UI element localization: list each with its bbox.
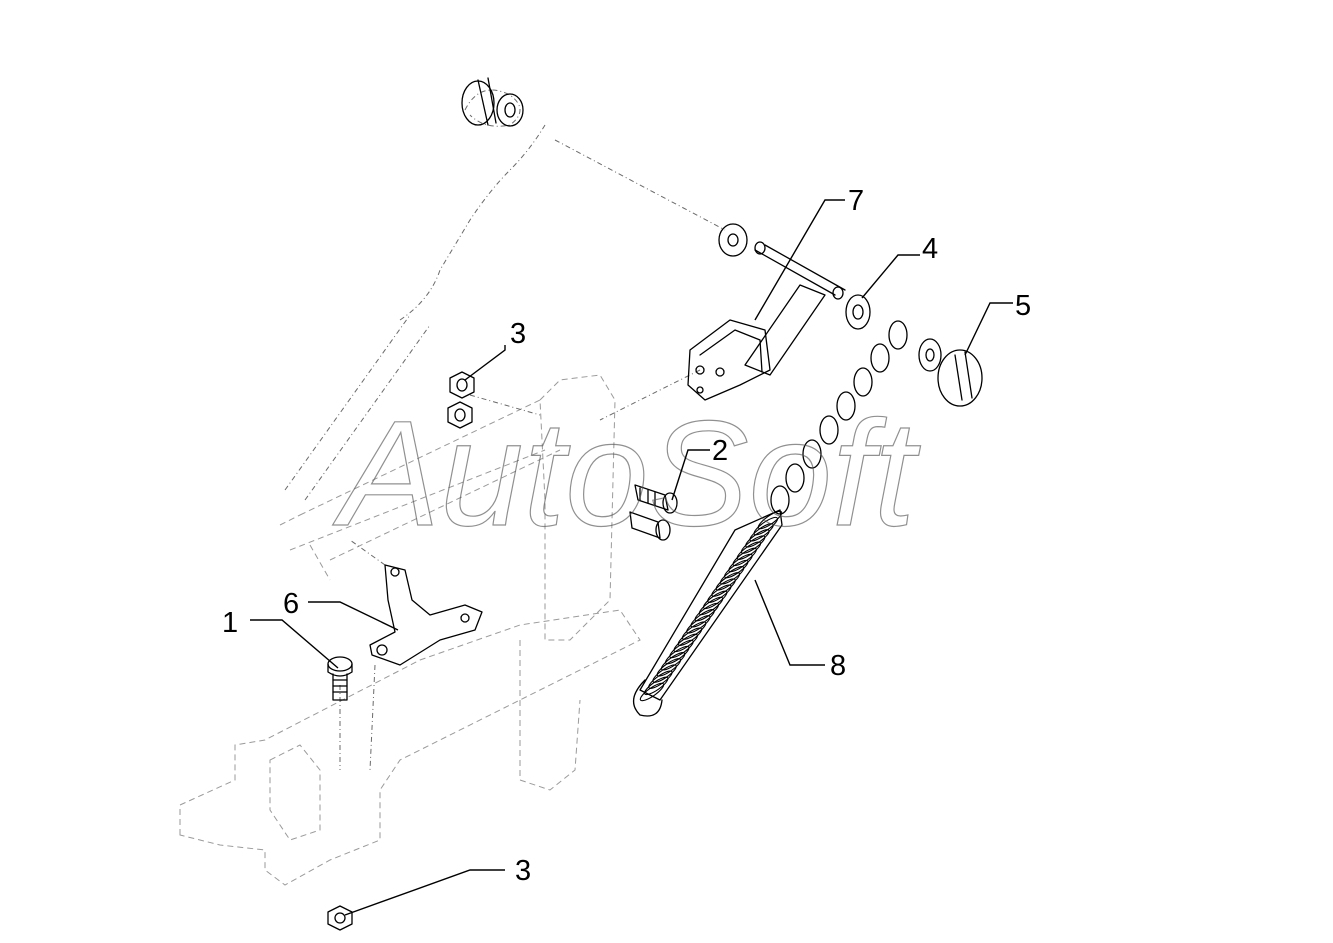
callout-6: 6 xyxy=(283,588,299,620)
callout-8: 8 xyxy=(830,650,846,682)
nut-lower xyxy=(327,905,353,931)
tension-spring xyxy=(633,509,783,717)
bracket-plate xyxy=(369,564,483,666)
linch-pin xyxy=(918,338,983,407)
nuts-upper xyxy=(447,371,475,429)
bolt xyxy=(327,656,353,701)
spring-coil xyxy=(643,676,669,696)
watermark-text: AutoSoft xyxy=(332,389,921,557)
chain xyxy=(770,320,908,515)
callout-7: 7 xyxy=(848,185,864,217)
callout-4: 4 xyxy=(922,233,938,265)
callout-labels: 1 2 3 3 4 5 6 7 8 xyxy=(222,185,1031,887)
callout-5: 5 xyxy=(1015,290,1031,322)
alignment-lines xyxy=(339,139,726,771)
washer xyxy=(845,294,871,330)
bracket-with-pin xyxy=(687,223,846,401)
chassis-frame xyxy=(179,374,641,886)
callout-3-lower: 3 xyxy=(515,855,531,887)
callout-1: 1 xyxy=(222,607,238,639)
spring-coil xyxy=(639,682,665,702)
bolts xyxy=(629,484,678,541)
leader-lines xyxy=(250,199,1013,916)
upper-linch-pin xyxy=(461,77,524,127)
callout-2: 2 xyxy=(712,435,728,467)
callout-3-upper: 3 xyxy=(510,318,526,350)
ghost-spring-chain xyxy=(284,89,546,501)
